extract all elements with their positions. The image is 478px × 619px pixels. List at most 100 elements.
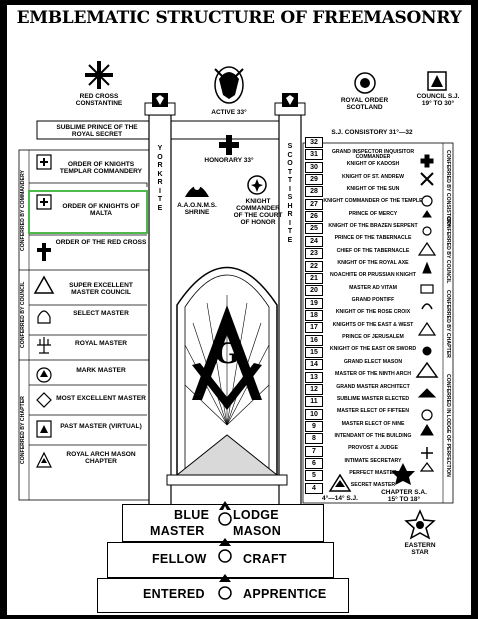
degree-number: 15 [305,346,323,358]
square-and-compass-emblem [192,305,262,410]
degree-name: PRINCE OF THE TABERNACLE [334,235,412,242]
left-item-super-excellent: SUPER EXCELLENT MASTER COUNCIL [69,282,133,297]
degree-number: 26 [305,211,323,223]
left-item-mark-master: MARK MASTER [76,367,126,374]
degree-name: INTENDANT OF THE BUILDING [334,432,412,439]
degree-name: MASTER ELECT OF NINE [341,420,405,427]
step-word-fellow: FELLOW [152,552,207,566]
label-court-of-honor: KNIGHT COMMANDER OF THE COURT OF HONOR [233,198,283,226]
label-sublime-prince: SUBLIME PRINCE OF THE ROYAL SECRET [56,124,138,138]
degree-number: 31 [305,149,323,161]
degree-name: SUBLIME MASTER ELECTED [336,395,410,402]
degree-number: 29 [305,174,323,186]
shrine-emblem [185,184,209,197]
label-sj-consistory: S.J. CONSISTORY 31°—32 [331,129,413,136]
step-entered-apprentice [97,578,349,613]
scottish-rite-letter: H [287,202,293,210]
lodge-of-perfection-emblem [328,473,352,492]
scottish-rite-letter: O [287,160,293,167]
right-vertical-chapter: CONFERRED BY CHAPTER [445,290,451,358]
left-vertical-chapter: CONFERRED BY CHAPTER [20,396,26,464]
degree-number: 6 [305,458,323,470]
york-rite-letter: O [157,153,163,161]
left-vertical-commandery: CONFERRED BY COMMANDERY [20,170,26,252]
label-royal-order-scotland: ROYAL ORDER SCOTLAND [340,97,389,111]
council-emblem [427,71,447,91]
york-rite-letter: R [157,162,163,169]
scottish-rite-letter: I [289,219,291,227]
step-word-craft: CRAFT [243,552,287,566]
degree-name: KNIGHT OF THE SUN [346,185,400,192]
right-vertical-lodge: CONFERRED IN LODGE OF PERFECTION [445,373,451,477]
degree-name: GRAND ELECT MASON [343,358,403,365]
chart-title: EMBLEMATIC STRUCTURE OF FREEMASONRY [16,8,462,28]
diagram-linework [18,61,454,540]
york-rite-letter: E [157,204,163,212]
degree-name: GRAND INSPECTOR INQUISITOR COMMANDER [331,148,415,161]
label-honorary-33: HONORARY 33° [204,157,254,164]
york-rite-letter: T [157,196,163,203]
double-eagle-emblem [214,66,244,104]
degree-number: 9 [305,421,323,433]
degree-number: 18 [305,309,323,321]
scottish-rite-letter: C [287,151,293,159]
left-item-most-excellent: MOST EXCELLENT MASTER [56,395,146,402]
degree-number: 7 [305,445,323,457]
degree-name: KNIGHT OF THE EAST OR SWORD [329,346,417,353]
right-panel-outline [302,142,454,504]
degree-name: PROVOST & JUDGE [348,445,398,452]
degree-name: SECRET MASTER [350,482,396,489]
left-item-royal-master: ROYAL MASTER [74,340,128,347]
york-rite-letter: K [157,170,163,178]
york-pillar-emblem [152,93,168,107]
scottish-rite-letter: I [289,185,291,193]
scottish-rite-letter: T [287,228,293,235]
degree-number: 27 [305,198,323,210]
degree-name: MASTER ELECT OF FIFTEEN [336,408,410,415]
degree-name: KNIGHT OF THE BRAZEN SERPENT [328,222,418,229]
scottish-rite-letter: S [287,194,293,201]
royal-order-scotland-emblem [354,72,376,94]
center-g-letter: G [215,337,239,370]
step-word-mason: MASON [233,524,282,538]
degree-number: 21 [305,272,323,284]
degree-name: CHIEF OF THE TABERNACLE [336,247,410,254]
degree-name: KNIGHT OF KADOSH [346,161,400,168]
left-item-past-master: PAST MASTER (VIRTUAL) [60,423,142,430]
left-panel-outline [18,149,150,501]
left-item-royal-arch: ROYAL ARCH MASON CHAPTER [66,451,136,466]
step-word-master: MASTER [150,524,205,538]
honorary-cross-emblem [219,135,239,155]
degree-name: KNIGHT OF ST. ANDREW [341,173,405,180]
degree-number: 11 [305,396,323,408]
york-rite-letter: I [159,187,161,195]
degree-number: 20 [305,285,323,297]
right-vertical-council: CONFERRED BY COUNCIL [445,216,451,284]
step-word-lodge: LODGE [233,508,279,522]
degree-number: 4 [305,482,323,494]
scottish-pillar-emblem [282,93,298,107]
degree-number: 22 [305,260,323,272]
degree-number: 16 [305,334,323,346]
step-word-blue: BLUE [174,508,210,522]
scottish-rite-letter: T [287,177,293,184]
degree-name: NOACHITE OR PRUSSIAN KNIGHT [330,272,416,279]
degree-number: 24 [305,235,323,247]
left-item-select-master: SELECT MASTER [73,310,129,317]
right-icons [415,154,439,472]
court-of-honor-emblem [247,175,267,195]
right-vertical-consistory: CONFERRED BY CONSISTORY [445,150,451,227]
degree-name: MASTER AD VITAM [349,284,397,291]
degree-name: PRINCE OF JERUSALEM [342,334,404,341]
degree-number: 14 [305,359,323,371]
degree-number: 25 [305,223,323,235]
left-item-red-cross: ORDER OF THE RED CROSS [55,239,147,246]
degree-number: 12 [305,384,323,395]
degree-name: KNIGHT OF THE ROSE CROIX [335,309,411,316]
york-rite-letter: R [157,179,163,186]
degree-number: 32 [305,137,323,148]
degree-number: 23 [305,248,323,260]
degree-number: 8 [305,433,323,445]
